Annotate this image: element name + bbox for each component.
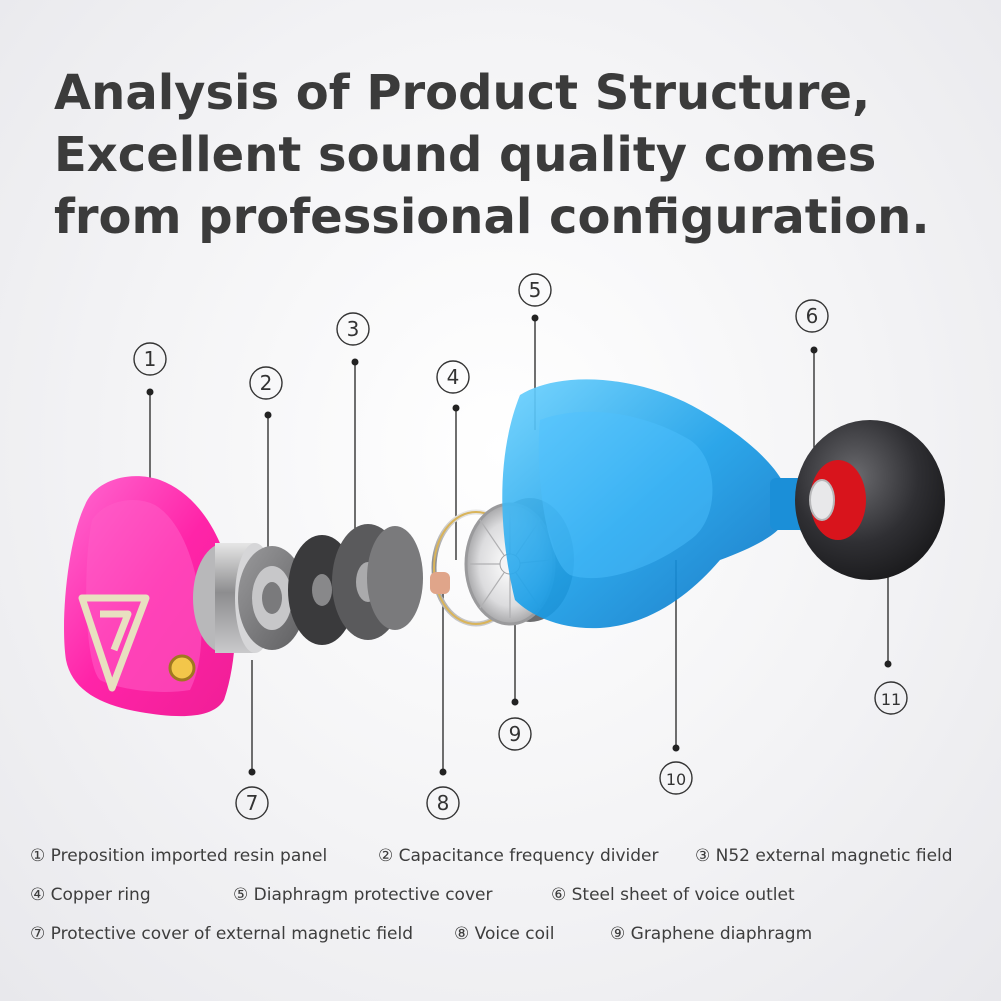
callout-1: 1 [144,347,157,371]
callout-6: 6 [806,304,819,328]
legend-item-8: ⑧ Voice coil [454,924,555,944]
capacitance-divider-part [193,543,306,653]
shell-part [502,379,818,629]
callout-9: 9 [509,722,522,746]
callout-8: 8 [437,791,450,815]
callout-4: 4 [447,365,460,389]
exploded-earphone-diagram: 1 2 3 4 5 6 7 8 9 10 11 [64,273,945,820]
faceplate-part [64,476,236,717]
callout-10: 10 [666,770,686,789]
legend-item-3: ③ N52 external magnetic field [695,846,953,866]
callout-dots [146,314,892,776]
brand-logo-icon [78,594,150,692]
legend-row-1: ① Preposition imported resin panel ② Cap… [30,846,990,885]
legend-item-1: ① Preposition imported resin panel [30,846,328,866]
callout-7: 7 [246,791,259,815]
callout-11: 11 [881,690,901,709]
headline-line-2: Excellent sound quality comes [54,127,877,183]
magnet-part [288,524,423,645]
legend-item-7: ⑦ Protective cover of external magnetic … [30,924,414,944]
legend-item-9: ⑨ Graphene diaphragm [610,924,813,944]
callout-3: 3 [347,317,360,341]
headline: Analysis of Product Structure, Excellent… [54,62,954,248]
legend: ① Preposition imported resin panel ② Cap… [30,846,990,963]
headline-line-1: Analysis of Product Structure, [54,65,871,121]
legend-item-4: ④ Copper ring [30,885,151,905]
legend-item-2: ② Capacitance frequency divider [378,846,659,866]
legend-row-2: ④ Copper ring ⑤ Diaphragm protective cov… [30,885,990,924]
legend-item-6: ⑥ Steel sheet of voice outlet [551,885,795,905]
legend-row-3: ⑦ Protective cover of external magnetic … [30,924,990,963]
callout-circles [133,273,908,820]
headline-line-3: from professional configuration. [54,189,930,245]
callout-numbers: 1 2 3 4 5 6 7 8 9 10 11 [144,278,902,815]
callout-5: 5 [529,278,542,302]
eartip-part [795,420,945,580]
legend-item-5: ⑤ Diaphragm protective cover [233,885,493,905]
callout-2: 2 [260,371,273,395]
